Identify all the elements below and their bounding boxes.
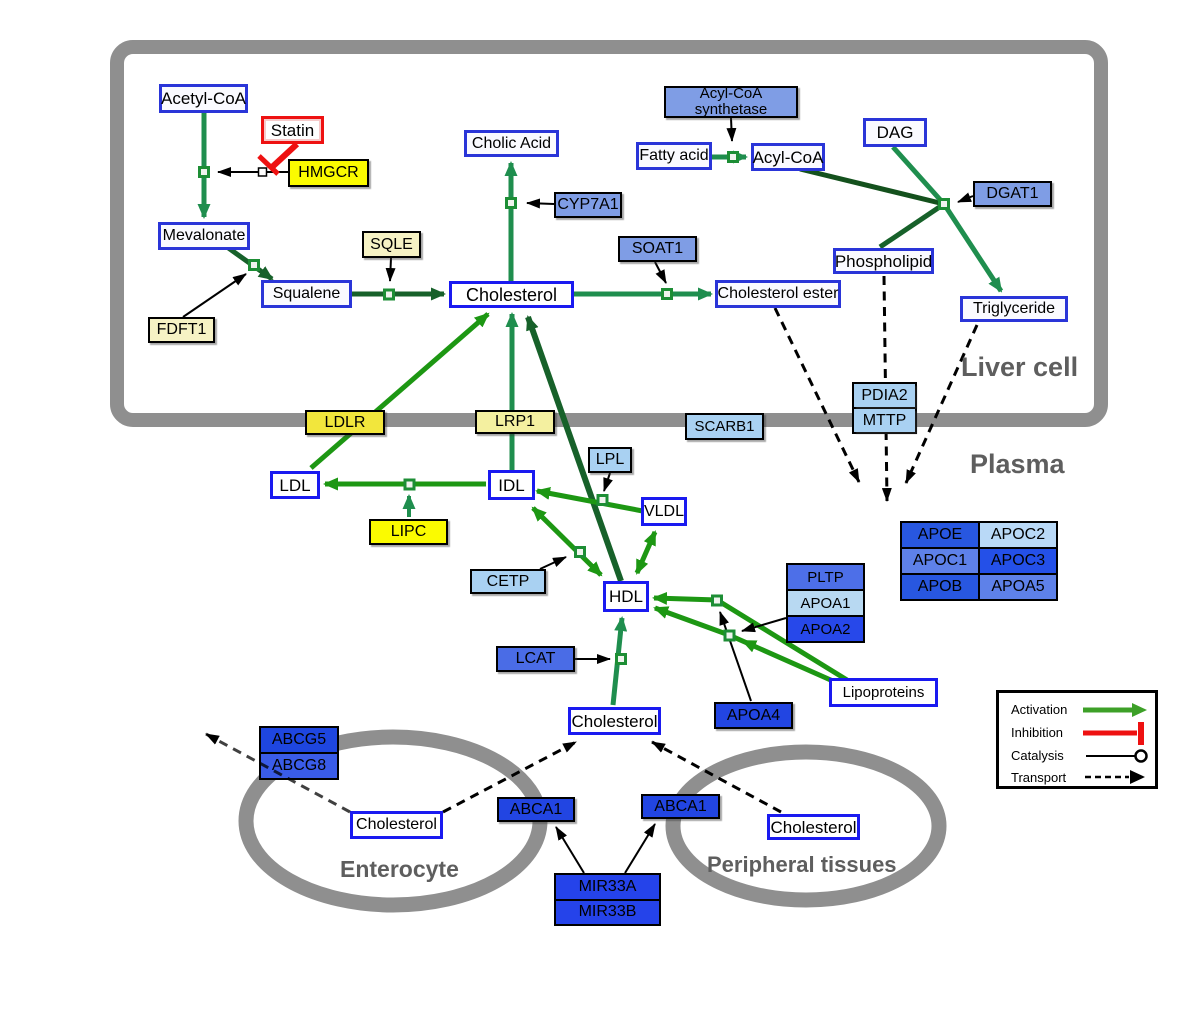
svg-text:Inhibition: Inhibition [1011, 725, 1063, 740]
svg-text:Catalysis: Catalysis [1011, 748, 1064, 763]
svg-text:Activation: Activation [1011, 702, 1067, 717]
svg-text:Transport: Transport [1011, 770, 1067, 785]
